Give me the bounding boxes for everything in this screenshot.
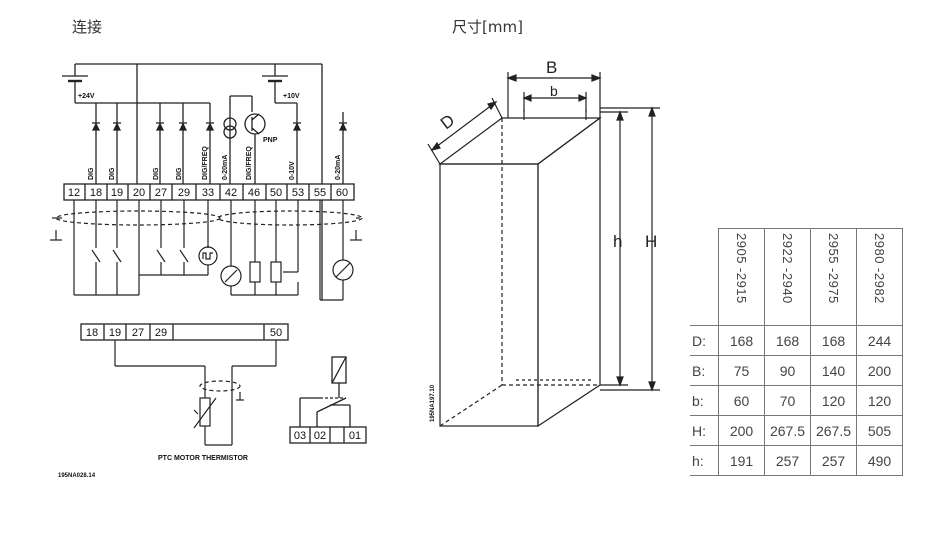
table-row: h: 191 257 257 490 bbox=[690, 445, 903, 476]
table-row: B: 75 90 140 200 bbox=[690, 355, 903, 386]
enclosure-front bbox=[439, 163, 539, 427]
relay-terminal-01: 01 bbox=[349, 430, 361, 442]
label-t19: DIG bbox=[109, 167, 116, 180]
terminal-27: 27 bbox=[155, 187, 167, 199]
row-label: B: bbox=[690, 355, 719, 386]
row-label: D: bbox=[690, 325, 719, 356]
ptc-terminal-50: 50 bbox=[270, 327, 282, 339]
table-cell: 70 bbox=[764, 385, 811, 416]
terminal-block bbox=[63, 183, 355, 201]
table-cell: 267.5 bbox=[810, 415, 857, 446]
ptc-terminal-block bbox=[80, 323, 289, 341]
table-cell: 505 bbox=[856, 415, 903, 446]
label-t53: 0-10V bbox=[289, 161, 296, 180]
table-cell: 120 bbox=[810, 385, 857, 416]
terminal-55: 55 bbox=[314, 187, 326, 199]
ptc-thermistor bbox=[199, 397, 211, 427]
dim-label-h: h bbox=[613, 232, 622, 251]
terminal-46: 46 bbox=[248, 187, 260, 199]
ptc-terminal-19: 19 bbox=[109, 327, 121, 339]
dim-label-D: D bbox=[437, 111, 458, 134]
terminal-19: 19 bbox=[111, 187, 123, 199]
terminal-42: 42 bbox=[225, 187, 237, 199]
table-column-header: 2980 -2982 bbox=[856, 228, 903, 326]
table-row: D: 168 168 168 244 bbox=[690, 325, 903, 356]
relay-terminal-block bbox=[289, 426, 367, 444]
label-t29: DIG bbox=[176, 167, 183, 180]
row-label: b: bbox=[690, 385, 719, 416]
table-cell: 90 bbox=[764, 355, 811, 386]
dim-label-b: b bbox=[550, 83, 558, 99]
terminal-29: 29 bbox=[178, 187, 190, 199]
table-cell: 140 bbox=[810, 355, 857, 386]
dimensions-heading: 尺寸[mm] bbox=[452, 18, 523, 36]
table-cell: 168 bbox=[810, 325, 857, 356]
table-row: H: 200 267.5 267.5 505 bbox=[690, 415, 903, 446]
dim-label-B: B bbox=[546, 58, 557, 77]
table-cell: 200 bbox=[856, 355, 903, 386]
relay-terminal-03: 03 bbox=[294, 430, 306, 442]
label-t60: 0-20mA bbox=[335, 155, 342, 180]
terminal-12: 12 bbox=[68, 187, 80, 199]
label-t18: DIG bbox=[88, 167, 95, 180]
ptc-terminal-29: 29 bbox=[155, 327, 167, 339]
dimension-drawing: B b D h H 195NA197.10 bbox=[427, 58, 660, 428]
table-column-header: 2905 -2915 bbox=[718, 228, 765, 326]
relay-terminal-02: 02 bbox=[314, 430, 326, 442]
table-row: b: 60 70 120 120 bbox=[690, 385, 903, 416]
table-cell: 490 bbox=[856, 445, 903, 476]
ptc-caption: PTC MOTOR THERMISTOR bbox=[158, 455, 248, 462]
terminal-18: 18 bbox=[90, 187, 102, 199]
dimension-drawing-code: 195NA197.10 bbox=[430, 384, 436, 422]
terminal-60: 60 bbox=[336, 187, 348, 199]
table-header-row: 2905 -2915 2922 -2940 2955 -2975 2980 -2… bbox=[690, 228, 903, 326]
wiring-drawing-code: 195NA028.14 bbox=[58, 473, 96, 479]
table-cell: 257 bbox=[764, 445, 811, 476]
label-t42: 0-20mA bbox=[222, 155, 229, 180]
supply-10v-label: +10V bbox=[283, 93, 300, 100]
table-column-header: 2955 -2975 bbox=[810, 228, 857, 326]
dimension-table: 2905 -2915 2922 -2940 2955 -2975 2980 -2… bbox=[690, 228, 903, 476]
table-cell: 168 bbox=[764, 325, 811, 356]
table-cell: 191 bbox=[718, 445, 765, 476]
label-t33: DIG/FREQ bbox=[202, 146, 209, 180]
row-label: H: bbox=[690, 415, 719, 446]
pnp-label: PNP bbox=[263, 137, 278, 144]
table-cell: 120 bbox=[856, 385, 903, 416]
label-t46: DIG/FREQ bbox=[246, 146, 253, 180]
table-cell: 267.5 bbox=[764, 415, 811, 446]
table-cell: 200 bbox=[718, 415, 765, 446]
table-corner bbox=[690, 229, 719, 326]
terminal-20: 20 bbox=[133, 187, 145, 199]
wiring-heading: 连接 bbox=[72, 18, 103, 36]
table-column-header: 2922 -2940 bbox=[764, 228, 811, 326]
dim-label-H: H bbox=[645, 232, 657, 251]
table-cell: 168 bbox=[718, 325, 765, 356]
cable-shield-left bbox=[55, 210, 221, 226]
terminal-53: 53 bbox=[292, 187, 304, 199]
label-t27: DIG bbox=[153, 167, 160, 180]
table-cell: 244 bbox=[856, 325, 903, 356]
ptc-terminal-27: 27 bbox=[132, 327, 144, 339]
table-cell: 60 bbox=[718, 385, 765, 416]
terminal-33: 33 bbox=[202, 187, 214, 199]
table-cell: 257 bbox=[810, 445, 857, 476]
ptc-terminal-18: 18 bbox=[86, 327, 98, 339]
wiring-diagram: 12 18 19 20 27 29 33 42 46 50 53 55 60 +… bbox=[50, 63, 367, 479]
supply-24v-label: +24V bbox=[78, 93, 95, 100]
cable-shield-right bbox=[217, 210, 363, 226]
row-label: h: bbox=[690, 445, 719, 476]
table-cell: 75 bbox=[718, 355, 765, 386]
terminal-50: 50 bbox=[270, 187, 282, 199]
